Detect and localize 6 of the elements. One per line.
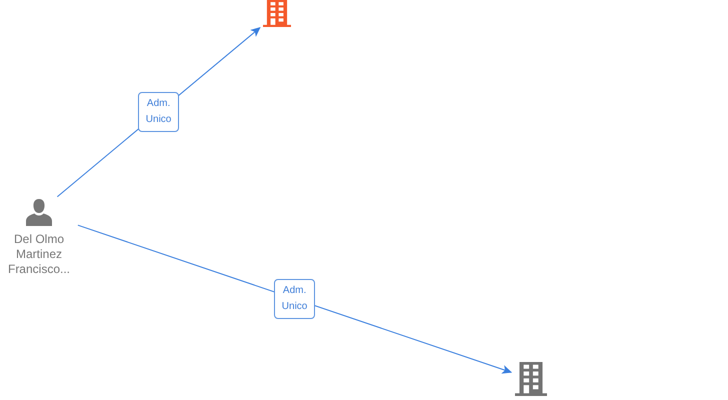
edge-label: Adm. Unico <box>274 278 316 319</box>
arrow <box>77 224 512 374</box>
building-icon <box>515 362 547 396</box>
person-name: Del Olmo Martinez Francisco... <box>6 232 71 277</box>
building-icon <box>263 0 291 27</box>
edge-label: Adm. Unico <box>138 92 180 132</box>
